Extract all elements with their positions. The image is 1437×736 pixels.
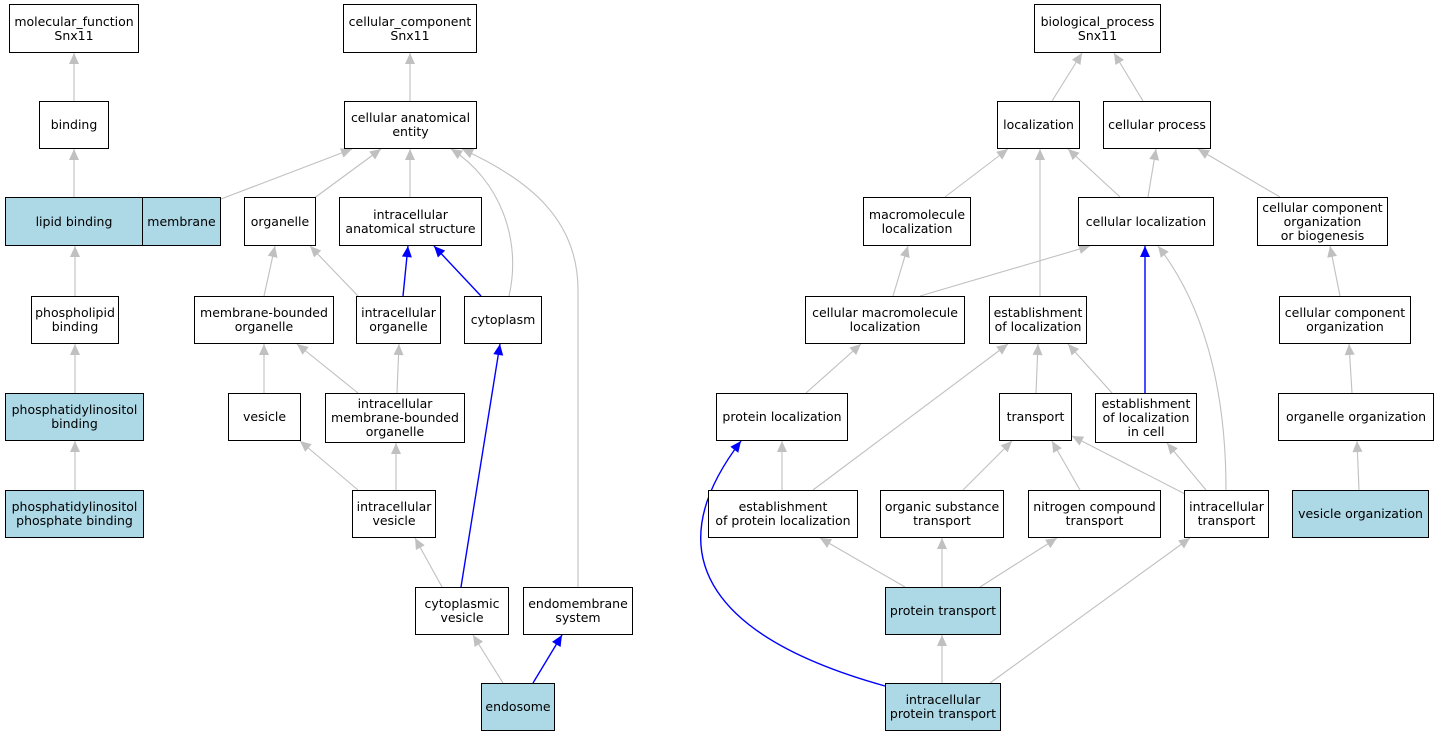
go-term-io[interactable]: intracellular organelle bbox=[356, 296, 441, 344]
go-term-endosome[interactable]: endosome bbox=[481, 683, 555, 731]
edge-cell-loc-to-cell-process bbox=[1147, 148, 1160, 198]
go-term-cv[interactable]: cytoplasmic vesicle bbox=[415, 587, 509, 635]
edge-it-to-cell-loc bbox=[1157, 245, 1227, 491]
go-term-protein-loc[interactable]: protein localization bbox=[716, 393, 848, 441]
edge-ipt-to-prot-trans bbox=[937, 635, 947, 683]
edge-epl-to-protein-loc bbox=[777, 441, 787, 490]
go-term-ipt[interactable]: intracellular protein transport bbox=[885, 683, 1001, 731]
go-term-cml[interactable]: cellular macromolecule localization bbox=[805, 296, 965, 344]
edge-iv-to-imbo bbox=[391, 443, 401, 490]
edge-macro-loc-to-localization bbox=[944, 148, 1009, 198]
edge-eolic-to-cell-loc bbox=[1140, 246, 1150, 393]
edge-cco-to-ccob bbox=[1327, 245, 1341, 297]
go-term-pip-binding[interactable]: phosphatidylinositol phosphate binding bbox=[5, 490, 144, 538]
edge-iv-to-vesicle bbox=[299, 440, 359, 491]
edge-it-to-eolic bbox=[1166, 442, 1207, 491]
edge-cml-to-cell-loc bbox=[919, 244, 1091, 297]
edge-cml-to-macro-loc bbox=[892, 245, 910, 297]
edge-ost-to-transport bbox=[962, 440, 1013, 491]
go-term-cell-process[interactable]: cellular process bbox=[1103, 101, 1211, 149]
edge-binding-to-mf-root bbox=[69, 53, 79, 101]
edge-cytoplasm-to-cae bbox=[450, 148, 514, 297]
go-term-cco[interactable]: cellular component organization bbox=[1279, 296, 1411, 344]
edge-localization-to-bp-root bbox=[1051, 52, 1083, 102]
go-term-ost[interactable]: organic substance transport bbox=[880, 490, 1004, 538]
edge-cell-loc-to-localization bbox=[1067, 148, 1121, 198]
go-term-org-org[interactable]: organelle organization bbox=[1278, 393, 1434, 441]
go-term-ias[interactable]: intracellular anatomical structure bbox=[339, 197, 482, 246]
go-term-es[interactable]: endomembrane system bbox=[523, 587, 633, 635]
go-term-transport[interactable]: transport bbox=[999, 393, 1072, 441]
edge-epl-to-eol bbox=[812, 343, 1009, 491]
edge-nct-to-transport bbox=[1051, 440, 1081, 491]
edge-vesicle-to-mbo bbox=[259, 344, 269, 393]
go-term-vesicle[interactable]: vesicle bbox=[228, 393, 301, 441]
edge-organelle-to-cae bbox=[312, 148, 382, 200]
go-term-epl[interactable]: establishment of protein localization bbox=[708, 490, 858, 538]
go-term-cc-root[interactable]: cellular_component Snx11 bbox=[343, 4, 477, 53]
edge-imbo-to-mbo bbox=[296, 343, 359, 394]
edge-ccob-to-cell-process bbox=[1197, 148, 1281, 198]
edge-membrane-to-cae bbox=[220, 148, 353, 200]
edge-lipid-binding-to-binding bbox=[69, 149, 79, 197]
edge-cv-to-cytoplasm bbox=[460, 343, 504, 588]
go-term-binding[interactable]: binding bbox=[39, 101, 109, 149]
go-term-nct[interactable]: nitrogen compound transport bbox=[1028, 490, 1161, 538]
edge-ipt-to-it bbox=[989, 537, 1191, 684]
edge-mbo-to-organelle bbox=[263, 245, 278, 297]
edge-transport-to-eol bbox=[1032, 343, 1043, 394]
go-term-cytoplasm[interactable]: cytoplasm bbox=[464, 296, 542, 344]
edge-prot-trans-to-ost bbox=[937, 538, 947, 587]
edge-es-to-cae bbox=[461, 148, 579, 587]
go-term-pi-binding[interactable]: phosphatidylinositol binding bbox=[5, 393, 144, 441]
go-term-prot-trans[interactable]: protein transport bbox=[885, 587, 1001, 635]
go-term-imbo[interactable]: intracellular membrane-bounded organelle bbox=[325, 393, 465, 443]
go-term-membrane[interactable]: membrane bbox=[142, 197, 221, 246]
edge-protein-loc-to-cml bbox=[805, 343, 862, 394]
go-term-mf-root[interactable]: molecular_function Snx11 bbox=[9, 4, 139, 53]
edge-io-to-organelle bbox=[309, 245, 359, 297]
edge-ias-to-cae bbox=[405, 149, 415, 197]
go-term-mbo[interactable]: membrane-bounded organelle bbox=[194, 296, 334, 344]
edge-cell-process-to-bp-root bbox=[1113, 52, 1144, 102]
go-term-bp-root[interactable]: biological_process Snx11 bbox=[1034, 4, 1161, 53]
edge-ves-org-to-org-org bbox=[1352, 440, 1363, 491]
edge-cae-to-cc-root bbox=[405, 53, 415, 101]
edge-it-to-transport bbox=[1071, 435, 1186, 495]
edge-imbo-to-io bbox=[393, 343, 404, 394]
edge-org-org-to-cco bbox=[1344, 343, 1355, 394]
go-term-iv[interactable]: intracellular vesicle bbox=[352, 490, 436, 538]
edge-eol-to-localization bbox=[1035, 149, 1045, 296]
go-term-eolic[interactable]: establishment of localization in cell bbox=[1095, 393, 1197, 443]
go-term-it[interactable]: intracellular transport bbox=[1184, 490, 1269, 538]
edge-cv-to-iv bbox=[414, 537, 443, 588]
go-term-localization[interactable]: localization bbox=[997, 101, 1080, 149]
edge-eolic-to-eol bbox=[1067, 343, 1113, 394]
go-term-ves-org[interactable]: vesicle organization bbox=[1292, 490, 1429, 538]
edge-io-to-ias bbox=[401, 245, 412, 297]
go-term-lipid-binding[interactable]: lipid binding bbox=[5, 197, 143, 246]
go-term-eol[interactable]: establishment of localization bbox=[989, 296, 1087, 344]
edge-pip-binding-to-pi-binding bbox=[70, 441, 80, 490]
edge-pi-binding-to-phospholipid-binding bbox=[70, 344, 80, 393]
go-term-organelle[interactable]: organelle bbox=[244, 197, 316, 246]
edge-ipt-to-protein-loc bbox=[700, 440, 886, 687]
edge-endosome-to-es bbox=[532, 634, 563, 684]
edge-prot-trans-to-nct bbox=[979, 537, 1058, 588]
go-term-ccob[interactable]: cellular component organization or bioge… bbox=[1257, 197, 1388, 246]
go-term-macro-loc[interactable]: macromolecule localization bbox=[863, 197, 971, 246]
go-term-phospholipid-binding[interactable]: phospholipid binding bbox=[31, 296, 119, 344]
edge-phospholipid-binding-to-lipid-binding bbox=[70, 246, 80, 296]
edge-prot-trans-to-epl bbox=[819, 537, 906, 588]
go-term-cell-loc[interactable]: cellular localization bbox=[1078, 197, 1214, 246]
go-term-cae[interactable]: cellular anatomical entity bbox=[344, 101, 477, 149]
edge-cytoplasm-to-ias bbox=[433, 245, 482, 297]
edge-endosome-to-cv bbox=[472, 634, 504, 684]
